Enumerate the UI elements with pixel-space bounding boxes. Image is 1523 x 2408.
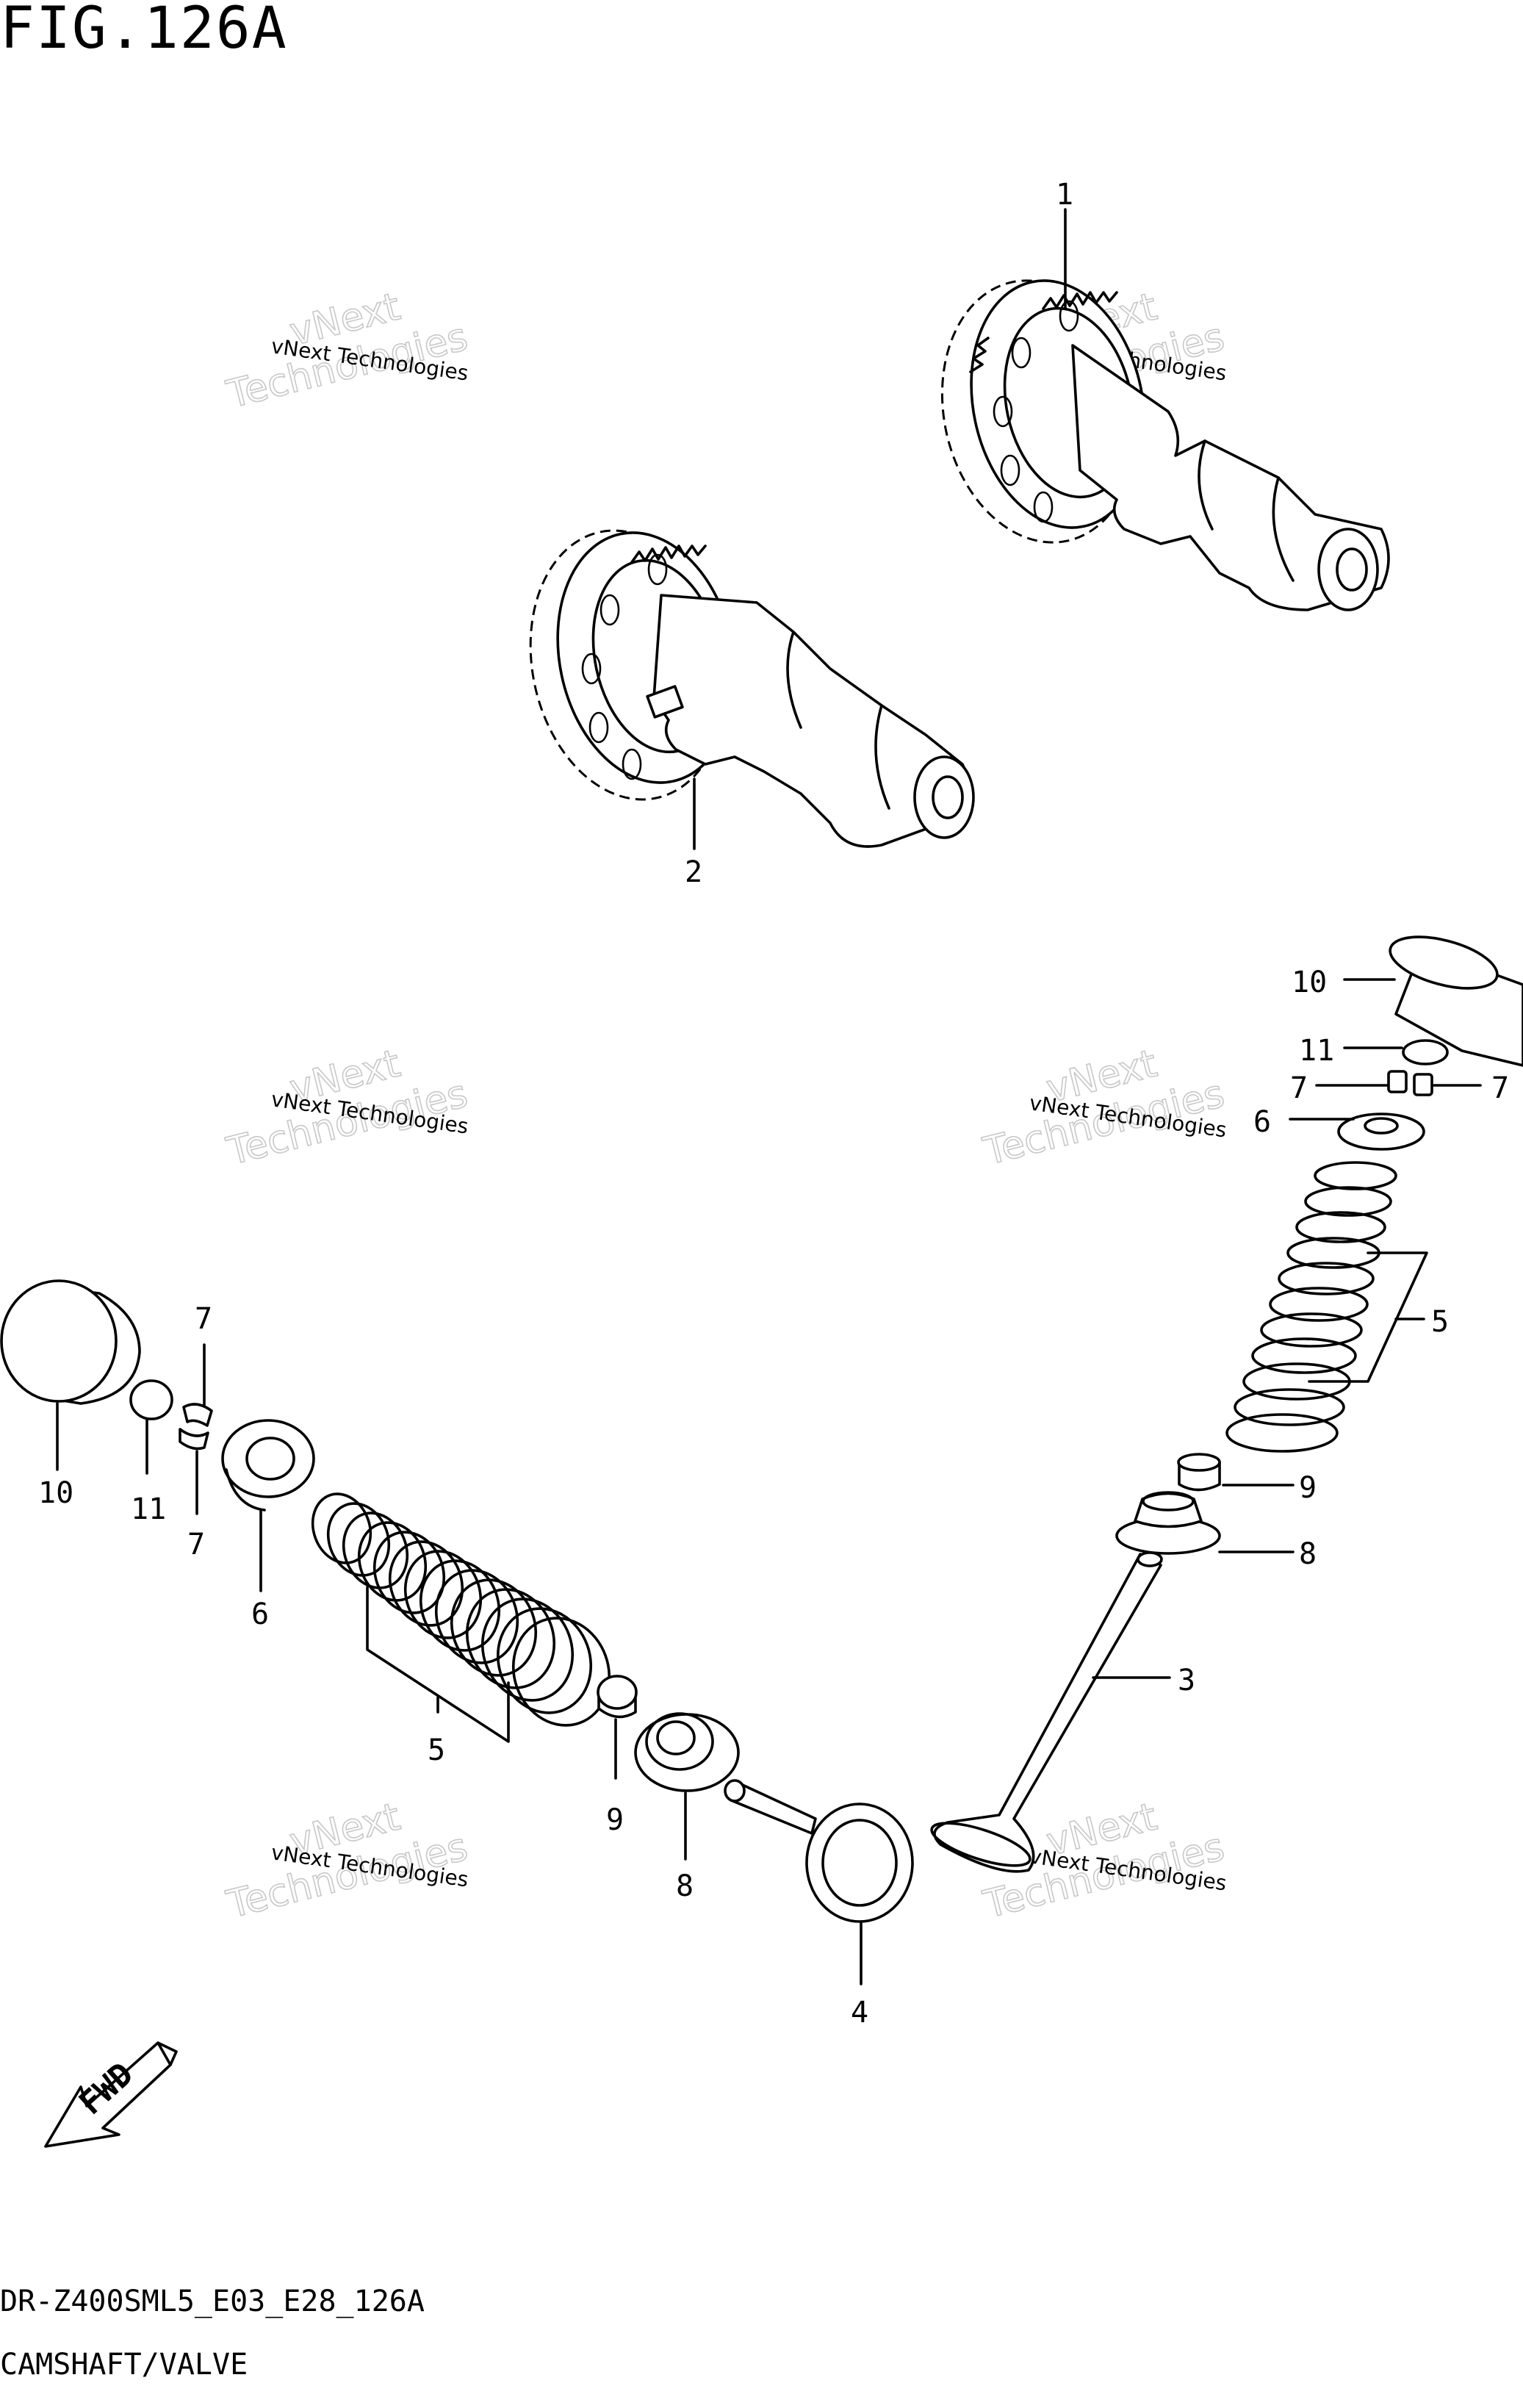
callout-10-right: 10 <box>1292 966 1327 999</box>
spring-seat-part-8-left: 8 <box>634 1712 740 1903</box>
valve-part-3: 3 <box>930 1551 1195 1873</box>
callout-1: 1 <box>1056 178 1073 212</box>
tappet-part-10-left: 10 <box>0 1279 141 1510</box>
callout-8-right: 8 <box>1299 1537 1317 1571</box>
callout-9-right: 9 <box>1299 1471 1317 1505</box>
right-valve-assembly: 10 11 7 7 6 <box>930 935 1523 1873</box>
shim-part-11-left: 11 <box>129 1379 173 1526</box>
callout-5-right: 5 <box>1431 1305 1449 1339</box>
forward-direction-arrow: FWD <box>44 2041 178 2148</box>
callout-6-left: 6 <box>251 1597 269 1631</box>
callout-4: 4 <box>851 1996 868 2030</box>
callout-2: 2 <box>685 855 702 889</box>
figure-title: FIG.126A <box>0 0 288 62</box>
left-valve-assembly: 10 11 7 7 6 <box>0 1279 914 2030</box>
callout-5-left: 5 <box>428 1733 445 1767</box>
callout-3: 3 <box>1178 1664 1195 1697</box>
valve-stem-seal-part-9-right: 9 <box>1177 1453 1317 1505</box>
retainer-part-6-right: 6 <box>1253 1105 1425 1151</box>
callout-11-left: 11 <box>131 1492 166 1526</box>
camshaft-intake-part-2: 2 <box>529 529 975 889</box>
watermark-mid-left: vNext Technologies vNext Technologies <box>222 1041 472 1175</box>
spring-seat-part-8-right: 8 <box>1115 1491 1317 1571</box>
callout-11-right: 11 <box>1299 1034 1334 1068</box>
tappet-part-10-right: 10 <box>1292 935 1523 1067</box>
callout-6-right: 6 <box>1253 1105 1271 1139</box>
diagram-code: DR-Z400SML5_E03_E28_126A <box>0 2285 425 2318</box>
valve-springs-part-5-right: 5 <box>1225 1161 1449 1453</box>
callout-8-left: 8 <box>676 1869 694 1903</box>
callout-9-left: 9 <box>606 1803 624 1837</box>
callout-7-right-a: 7 <box>1290 1071 1308 1105</box>
callout-7-right-b: 7 <box>1491 1071 1509 1105</box>
callout-7-left-b: 7 <box>187 1528 205 1561</box>
valve-springs-part-5-left: 5 <box>311 1492 611 1767</box>
diagram-name: CAMSHAFT/VALVE <box>0 2348 248 2382</box>
cotter-part-7-right: 7 7 <box>1290 1070 1509 1105</box>
shim-part-11-right: 11 <box>1299 1034 1449 1068</box>
cotter-part-7-left: 7 7 <box>179 1302 213 1561</box>
watermark-bottom-left: vNext Technologies vNext Technologies <box>222 1794 472 1928</box>
callout-7-left-a: 7 <box>195 1302 212 1336</box>
watermark-mid-right: vNext Technologies vNext Technologies <box>979 1041 1229 1175</box>
callout-10-left: 10 <box>38 1476 73 1510</box>
valve-stem-seal-part-9-left: 9 <box>597 1675 638 1837</box>
retainer-part-6-left: 6 <box>221 1419 315 1631</box>
valve-part-4: 4 <box>724 1779 914 2030</box>
camshaft-exhaust-part-1: 1 <box>940 178 1390 611</box>
watermark-top-left: vNext Technologies vNext Technologies <box>222 284 472 418</box>
